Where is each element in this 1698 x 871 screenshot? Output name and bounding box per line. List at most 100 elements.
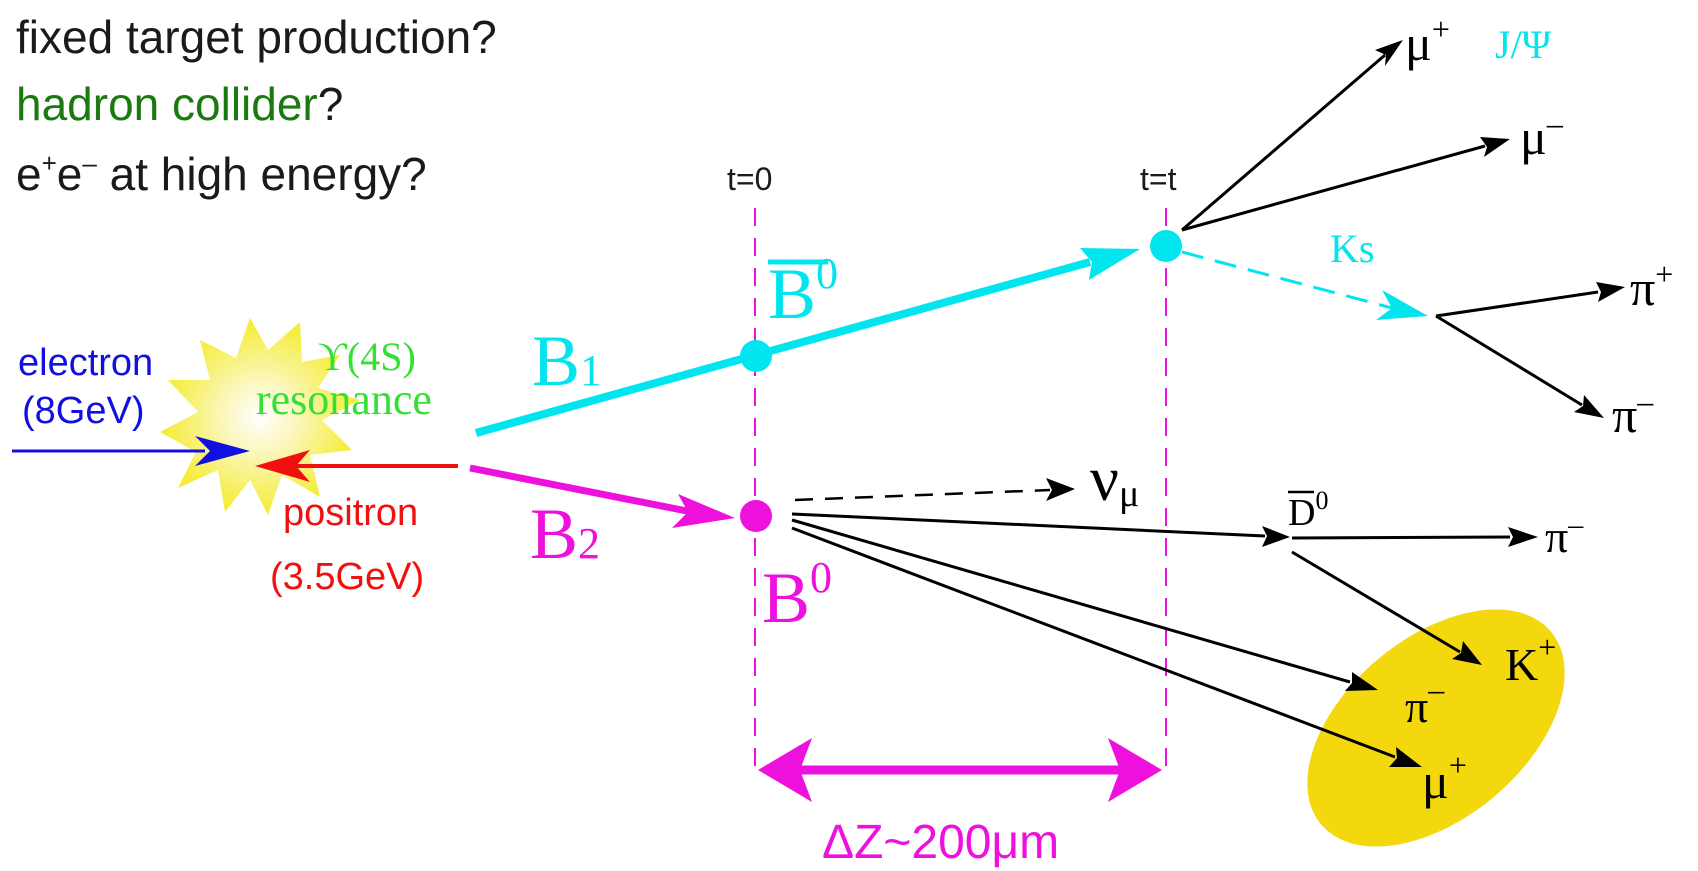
mu-plus-top-label: μ+	[1405, 11, 1450, 71]
pi-minus-top-line	[1435, 314, 1583, 407]
pi-minus-d-line	[1291, 535, 1511, 540]
b1-vertex-dot	[740, 340, 772, 372]
dbar0-label: D0	[1288, 486, 1328, 534]
b2-track: B2 B0	[469, 464, 832, 638]
d0-line	[791, 512, 1266, 538]
pi-minus-d-sup: –	[1567, 508, 1584, 541]
bbar0-letter: B	[768, 254, 816, 334]
dbar0-letter: D	[1288, 492, 1315, 534]
k-plus-arrowhead-icon	[1452, 641, 1482, 665]
pi-minus-ellipse-letter: π	[1405, 681, 1428, 732]
tt-label: t=t	[1140, 161, 1177, 197]
ks-dashed-line	[1181, 250, 1393, 310]
nu-subscript: μ	[1119, 473, 1139, 515]
pi-minus-d-arrowhead-icon	[1508, 527, 1538, 547]
delta-z-right-arrowhead-icon	[1108, 738, 1162, 802]
question-ee-high-energy: e+e– at high energy?	[16, 148, 427, 200]
b1-subscript: 1	[580, 346, 602, 395]
b2-line	[469, 464, 693, 516]
mu-plus-top-sup: +	[1432, 11, 1450, 47]
neutrino-dashed-line	[794, 488, 1051, 502]
tag-ellipse	[1307, 609, 1565, 847]
ks-arrowhead-icon	[1376, 290, 1428, 320]
mu-minus-top-letter: μ	[1520, 109, 1547, 165]
hadron-collider-text: hadron collider	[16, 78, 318, 130]
b1-label: B1	[532, 321, 602, 401]
t0-label: t=0	[727, 161, 772, 197]
neutrino-arrowhead-icon	[1046, 478, 1075, 501]
b2-label: B2	[530, 494, 600, 574]
delta-z-indicator: ΔZ~200μm	[758, 738, 1162, 869]
pi-minus-top-letter: π	[1612, 387, 1637, 443]
mu-minus-top-sup: –	[1546, 105, 1564, 141]
pi-minus-ellipse-sup: –	[1427, 671, 1445, 707]
b1-line	[474, 258, 1092, 437]
pi-plus-letter: π	[1630, 260, 1655, 316]
dbar0-sup: 0	[1315, 486, 1328, 515]
ee-rest: at high energy?	[97, 148, 427, 200]
mu-plus-ellipse-arrowhead-icon	[1389, 747, 1422, 767]
hadron-collider-qmark: ?	[318, 78, 344, 130]
b0-decay-vertex-dot	[740, 500, 772, 532]
ee-plus: +	[42, 148, 57, 178]
bbar0-superscript: 0	[816, 249, 838, 298]
mu-minus-top-label: μ–	[1520, 105, 1564, 165]
ee-e2: e	[57, 148, 83, 200]
question-hadron-collider: hadron collider?	[16, 78, 343, 130]
positron-arrowhead-icon	[255, 450, 310, 482]
resonance-label: resonance	[256, 375, 432, 424]
mu-minus-top-line	[1181, 144, 1486, 232]
delta-z-left-arrowhead-icon	[758, 738, 812, 802]
k-plus-sup: +	[1538, 629, 1556, 665]
k-plus-label: K+	[1505, 629, 1556, 690]
pi-minus-top-sup: –	[1636, 383, 1654, 419]
k-plus-line	[1291, 550, 1461, 654]
pi-plus-sup: +	[1655, 256, 1673, 292]
positron-beam: positron (3.5GeV)	[255, 450, 458, 598]
mu-minus-top-arrowhead-icon	[1480, 137, 1510, 157]
pi-minus-ellipse-label: π–	[1405, 671, 1445, 732]
electron-energy-label: (8GeV)	[22, 390, 144, 432]
b2-letter: B	[530, 494, 578, 574]
b0-superscript: 0	[810, 553, 832, 602]
mu-plus-top-arrowhead-icon	[1375, 40, 1403, 66]
b1-track: B1 B0	[474, 230, 1182, 437]
electron-label: electron	[18, 342, 153, 384]
positron-label: positron	[283, 492, 418, 534]
mu-plus-ellipse-letter: μ	[1422, 753, 1449, 809]
pi-minus-top-label: π–	[1612, 383, 1654, 443]
pi-minus-top-arrowhead-icon	[1574, 395, 1604, 418]
b0-decay: νμ D0 π– K+ π– μ+	[791, 443, 1584, 809]
b1-arrowhead-icon	[1080, 248, 1140, 280]
b2-subscript: 2	[578, 519, 600, 568]
pi-plus-arrowhead-icon	[1596, 282, 1625, 302]
d0-arrowhead-icon	[1262, 526, 1290, 547]
b0-letter: B	[762, 558, 810, 638]
b2-arrowhead-icon	[672, 494, 735, 528]
mu-plus-ellipse-sup: +	[1449, 747, 1467, 783]
ee-e1: e	[16, 148, 42, 200]
k-plus-letter: K	[1505, 639, 1538, 690]
jpsi-label: J/Ψ	[1495, 22, 1552, 67]
ks-label: Ks	[1330, 226, 1374, 271]
mu-plus-top-line	[1181, 53, 1386, 232]
b0-label: B0	[762, 553, 832, 638]
nu-mu-label: νμ	[1090, 443, 1139, 515]
pi-plus-line	[1435, 290, 1599, 318]
upsilon-4s-label: ϒ(4S)	[318, 334, 416, 379]
ks-decay: Ks π+ π–	[1181, 226, 1673, 443]
pi-minus-ellipse-arrowhead-icon	[1345, 672, 1378, 691]
pi-plus-label: π+	[1630, 256, 1673, 316]
pi-minus-d-letter: π	[1545, 511, 1568, 562]
jpsi-decay: μ+ J/Ψ μ–	[1181, 11, 1564, 232]
mu-plus-ellipse-line	[791, 526, 1396, 759]
delta-z-label: ΔZ~200μm	[822, 816, 1059, 869]
question-block: fixed target production? hadron collider…	[16, 11, 497, 200]
pi-minus-ellipse-line	[791, 518, 1351, 684]
bbar0-decay-vertex-dot	[1150, 230, 1182, 262]
mu-plus-ellipse-label: μ+	[1422, 747, 1467, 809]
mu-plus-top-letter: μ	[1405, 15, 1432, 71]
positron-energy-label: (3.5GeV)	[270, 556, 424, 598]
question-fixed-target: fixed target production?	[16, 11, 497, 63]
